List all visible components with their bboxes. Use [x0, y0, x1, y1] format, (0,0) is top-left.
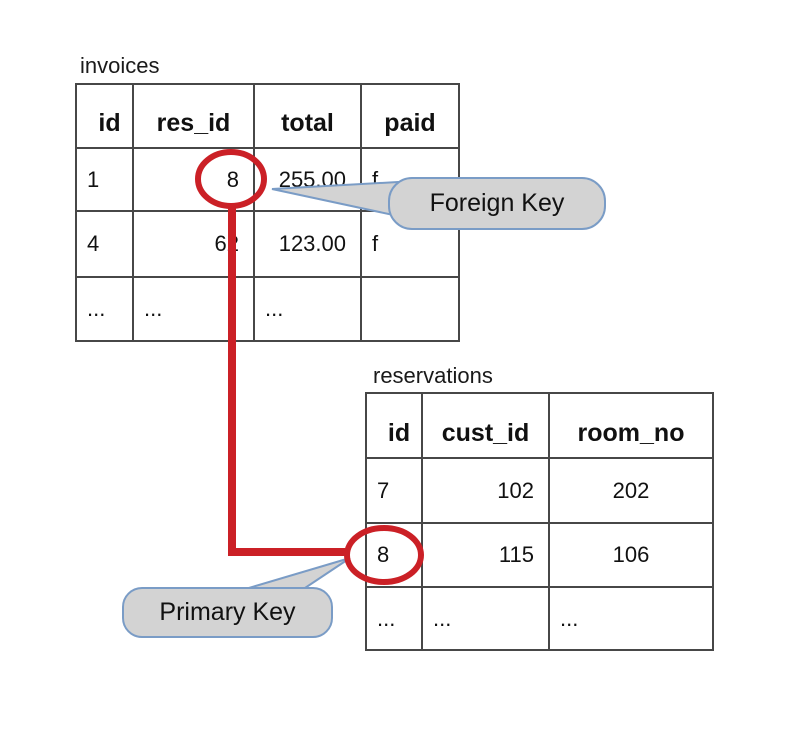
- reservations-table-title: reservations: [373, 363, 493, 388]
- primary-key-callout: Primary Key: [122, 587, 333, 638]
- primary-key-callout-tail: [241, 557, 351, 591]
- invoices-table-title: invoices: [80, 53, 160, 78]
- primary-key-callout-label: Primary Key: [159, 598, 296, 626]
- table-cell: 1: [75, 147, 134, 212]
- table-cell: ...: [421, 586, 550, 651]
- column-header: paid: [360, 83, 460, 149]
- table-cell: 4: [75, 210, 134, 278]
- table-row: ... ... ...: [75, 276, 460, 342]
- table-cell: [360, 276, 460, 342]
- table-cell: 202: [548, 457, 714, 524]
- column-header: cust_id: [421, 392, 550, 459]
- column-header: id: [365, 392, 423, 459]
- table-cell: ...: [132, 276, 255, 342]
- table-cell: 123.00: [253, 210, 362, 278]
- invoices-header-row: id res_id total paid: [75, 83, 460, 149]
- table-cell: ...: [365, 586, 423, 651]
- column-header: total: [253, 83, 362, 149]
- table-row: 7 102 202: [365, 457, 714, 524]
- table-cell-highlighted-fk: 8: [132, 147, 255, 212]
- table-cell: 115: [421, 522, 550, 588]
- table-cell: ...: [75, 276, 134, 342]
- table-cell: 7: [365, 457, 423, 524]
- table-cell: ...: [548, 586, 714, 651]
- reservations-table: id cust_id room_no 7 102 202 8 115 106 .…: [365, 392, 714, 651]
- foreign-key-callout: Foreign Key: [388, 177, 606, 230]
- table-row: 8 115 106: [365, 522, 714, 588]
- table-cell-highlighted-pk: 8: [365, 522, 423, 588]
- table-cell: ...: [253, 276, 362, 342]
- column-header: room_no: [548, 392, 714, 459]
- table-cell: 62: [132, 210, 255, 278]
- table-cell: 255.00: [253, 147, 362, 212]
- reservations-header-row: id cust_id room_no: [365, 392, 714, 459]
- table-row: ... ... ...: [365, 586, 714, 651]
- column-header: id: [75, 83, 134, 149]
- foreign-key-callout-label: Foreign Key: [429, 189, 565, 217]
- table-cell: 102: [421, 457, 550, 524]
- column-header: res_id: [132, 83, 255, 149]
- table-cell: 106: [548, 522, 714, 588]
